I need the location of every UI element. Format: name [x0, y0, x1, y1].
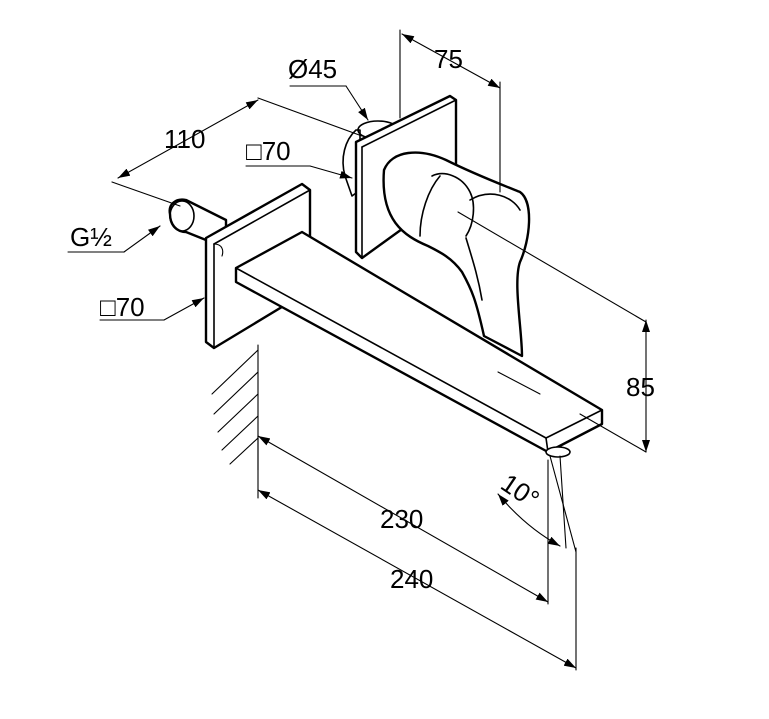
dimension-rosette-left: □70 [99, 292, 205, 322]
dimension-75: 75 [399, 29, 501, 193]
mixer-handle-body [342, 94, 531, 358]
dimension-85: 85 [457, 211, 655, 453]
thread-label: G½ [70, 222, 112, 252]
dimension-85-label: 85 [626, 372, 655, 402]
dimension-diameter: Ø45 [288, 54, 369, 121]
wall-hatching [211, 344, 259, 471]
rosette-left-label: □70 [100, 292, 145, 322]
dimension-angle: 10° [496, 455, 577, 553]
angle-label: 10° [496, 468, 545, 515]
rosette-right-label: □70 [246, 136, 291, 166]
diameter-label: Ø45 [288, 54, 337, 84]
dimension-75-label: 75 [434, 44, 463, 74]
dimension-240-label: 240 [390, 564, 433, 594]
dimension-110: 110 [111, 97, 363, 207]
dimension-rosette-right: □70 [245, 136, 353, 179]
dimension-240: 240 [257, 489, 577, 671]
dimension-110-label: 110 [164, 124, 205, 154]
spout [234, 230, 604, 458]
dimension-230-label: 230 [380, 504, 423, 534]
dimension-thread: G½ [67, 222, 161, 253]
